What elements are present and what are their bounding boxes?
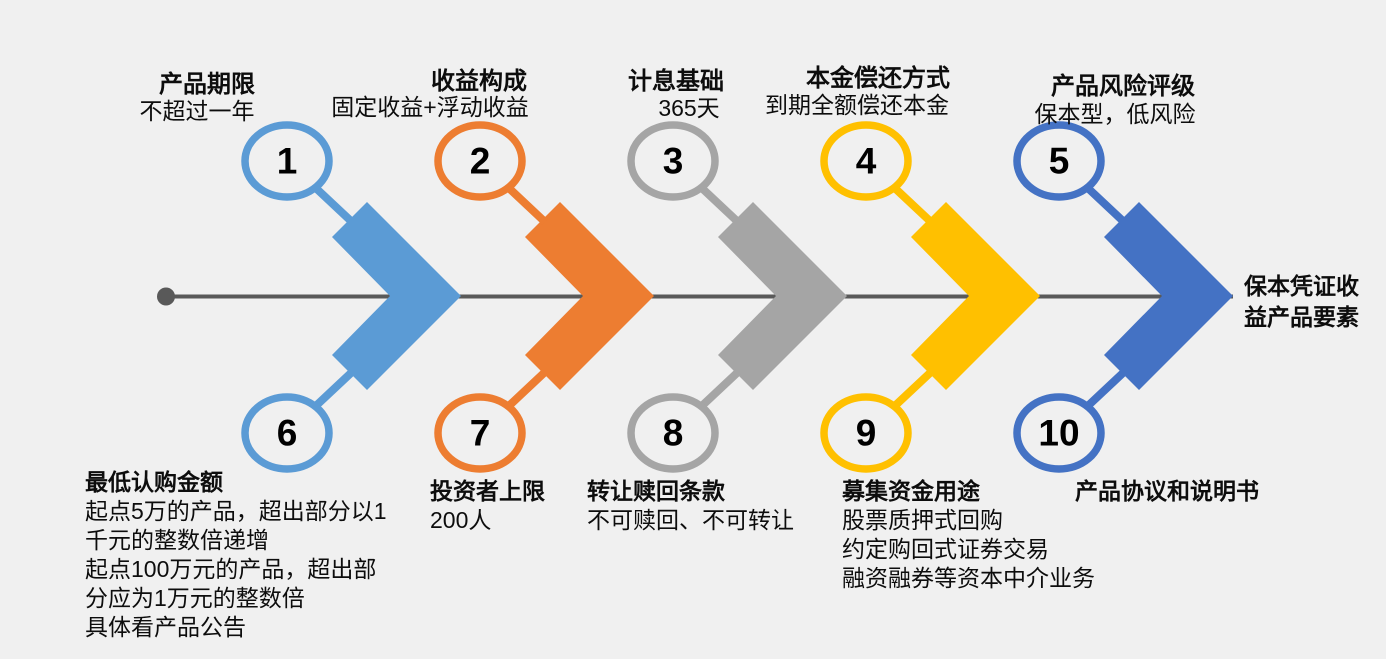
step-number: 4: [856, 141, 877, 182]
unit-1: 1 6: [241, 121, 461, 473]
step-number: 6: [277, 413, 298, 454]
step-number: 9: [856, 413, 877, 454]
bottom-label-line: 约定购回式证券交易: [842, 536, 1049, 562]
step-number: 3: [663, 141, 684, 182]
bottom-label-line: 千元的整数倍递增: [85, 527, 269, 553]
step-circle: [627, 393, 719, 473]
top-label-title-4: 本金偿还方式: [806, 65, 950, 92]
unit-3: 3 8: [627, 121, 847, 473]
step-number: 2: [470, 141, 491, 182]
unit-4: 4 9: [820, 121, 1040, 473]
bottom-label-line: 起点100万元的产品，超出部: [85, 556, 377, 582]
bottom-label-line: 分应为1万元的整数倍: [85, 585, 305, 611]
unit-2: 2 7: [434, 121, 654, 473]
step-circle: [434, 393, 526, 473]
unit-5: 5 10: [1013, 121, 1233, 473]
bottom-label-line: 不可赎回、不可转让: [587, 507, 794, 533]
bottom-label-title-9: 募集资金用途: [842, 478, 980, 504]
bottom-label-line: 200人: [430, 507, 492, 533]
top-label-subtitle-4: 到期全额偿还本金: [765, 92, 949, 118]
chevron-arrow: [1104, 202, 1233, 390]
step-circle: [820, 121, 912, 201]
bottom-label-title-7: 投资者上限: [430, 478, 545, 504]
step-number: 8: [663, 413, 684, 454]
top-label-title-2: 收益构成: [431, 68, 527, 95]
top-label-subtitle-2: 固定收益+浮动收益: [331, 94, 529, 120]
bottom-label-8: 转让赎回条款 不可赎回、不可转让: [587, 477, 794, 535]
top-label-title-3: 计息基础: [628, 68, 724, 95]
bottom-label-line: 股票质押式回购: [842, 507, 1003, 533]
bottom-label-line: 融资融券等资本中介业务: [842, 565, 1095, 591]
main-title: 保本凭证收益产品要素: [1244, 273, 1359, 330]
chevron-arrow: [332, 202, 461, 390]
top-label-subtitle-5: 保本型，低风险: [1034, 101, 1196, 127]
bottom-label-10: 产品协议和说明书: [1075, 477, 1259, 506]
top-label-title-5: 产品风险评级: [1051, 73, 1195, 100]
top-label-title-1: 产品期限: [159, 71, 255, 98]
step-number: 1: [277, 141, 298, 182]
bottom-label-title-10: 产品协议和说明书: [1075, 478, 1259, 504]
step-number: 7: [470, 413, 491, 454]
chevron-arrow: [718, 202, 847, 390]
step-circle: [241, 121, 333, 201]
step-number: 5: [1049, 141, 1070, 182]
step-circle: [1013, 393, 1105, 473]
top-label-subtitle-1: 不超过一年: [139, 98, 255, 124]
chevron-arrow: [525, 202, 654, 390]
step-circle: [820, 393, 912, 473]
bottom-label-title-6: 最低认购金额: [85, 469, 223, 495]
bottom-label-7: 投资者上限 200人: [430, 477, 545, 535]
bottom-label-line: 起点5万的产品，超出部分以1: [85, 498, 387, 524]
bottom-label-line: 具体看产品公告: [85, 614, 246, 640]
step-circle: [241, 393, 333, 473]
step-circle: [1013, 121, 1105, 201]
bottom-label-title-8: 转让赎回条款: [587, 478, 725, 504]
chevron-arrow: [911, 202, 1040, 390]
timeline-start-dot: [157, 287, 175, 306]
step-circle: [627, 121, 719, 201]
top-label-subtitle-3: 365天: [658, 95, 720, 121]
step-circle: [434, 121, 526, 201]
bottom-label-9: 募集资金用途 股票质押式回购 约定购回式证券交易 融资融券等资本中介业务: [842, 477, 1095, 593]
step-number: 10: [1038, 413, 1079, 454]
bottom-label-6: 最低认购金额 起点5万的产品，超出部分以1 千元的整数倍递增 起点100万元的产…: [85, 468, 387, 642]
